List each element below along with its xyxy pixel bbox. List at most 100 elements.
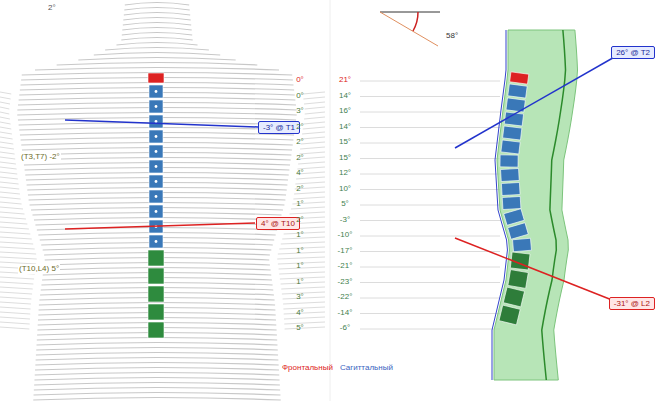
legend-text: Сагиттальный	[340, 363, 393, 373]
angle-callout: 4° @ T10	[256, 217, 300, 230]
angle-callout: -31° @ L2	[609, 297, 655, 310]
arm-contour	[0, 127, 11, 129]
arm-contour	[284, 322, 325, 324]
legend-text: Фронтальный	[282, 363, 333, 373]
vertebra	[148, 304, 164, 320]
frontal-angle: 2°	[296, 215, 304, 225]
sagittal-angle: -17°	[338, 246, 353, 256]
arm-contour	[298, 162, 325, 164]
arm-contour	[0, 177, 18, 179]
arm-contour	[0, 252, 36, 254]
arm-contour	[0, 197, 21, 199]
arm-contour	[0, 212, 24, 214]
row-guide	[360, 143, 500, 144]
frontal-angle: 1°	[296, 246, 304, 256]
arm-contour	[0, 182, 19, 184]
vertebra-center	[155, 120, 158, 123]
contour-line	[122, 33, 192, 36]
arm-contour	[0, 187, 19, 189]
frontal-angle: 5°	[296, 323, 304, 333]
arm-contour	[0, 97, 11, 99]
contour-line	[125, 3, 189, 6]
contour-line	[122, 28, 191, 31]
sagittal-angle: -23°	[338, 277, 353, 287]
arm-contour	[302, 132, 325, 134]
arm-contour	[0, 227, 29, 229]
vertebra	[513, 238, 532, 251]
vertebra-center	[155, 90, 158, 93]
contour-line	[36, 358, 279, 361]
frontal-angle: 1°	[296, 199, 304, 209]
sagittal-angle: -10°	[338, 230, 353, 240]
arm-contour	[0, 162, 16, 164]
arm-contour	[303, 92, 325, 94]
contour-line	[121, 38, 192, 41]
contour-line	[124, 8, 189, 11]
frontal-angle: 3°	[296, 106, 304, 116]
panel-divider	[330, 0, 331, 401]
row-guide	[360, 158, 500, 159]
frontal-angle: 1°	[296, 277, 304, 287]
arm-contour	[293, 197, 325, 199]
frontal-angle: 3°	[296, 292, 304, 302]
vertebra	[148, 322, 164, 338]
arm-contour	[0, 167, 17, 169]
arm-contour	[291, 207, 325, 209]
arm-contour	[0, 307, 31, 309]
vertebra	[149, 130, 163, 143]
arm-contour	[0, 142, 13, 144]
row-guide	[360, 251, 500, 252]
row-guide	[360, 81, 500, 82]
contour-line	[35, 368, 279, 371]
sagittal-angle: -14°	[338, 308, 353, 318]
sagittal-angle: 14°	[339, 122, 351, 132]
arm-contour	[0, 202, 22, 204]
arm-contour	[0, 297, 31, 299]
plumb-curve	[542, 30, 566, 380]
arm-contour	[0, 132, 12, 134]
row-guide	[360, 329, 500, 330]
frontal-angle: 1°	[296, 230, 304, 240]
row-guide	[360, 282, 500, 283]
arm-contour	[0, 117, 10, 119]
contour-line	[35, 68, 279, 71]
arm-contour	[303, 127, 325, 129]
arm-contour	[305, 112, 325, 114]
row-guide	[360, 236, 500, 237]
arm-contour	[290, 212, 325, 214]
contour-line	[78, 58, 235, 61]
angle-symbol	[380, 12, 440, 46]
vertebra	[149, 190, 163, 203]
vertebra-center	[155, 240, 158, 243]
vertebra	[149, 100, 163, 113]
vertebra	[501, 168, 520, 181]
vertebra	[508, 84, 527, 98]
frontal-angle: 4°	[296, 168, 304, 178]
vertebra-center	[155, 210, 158, 213]
arm-contour	[301, 137, 325, 139]
vertebra	[148, 286, 164, 302]
row-guide	[360, 127, 500, 128]
arm-contour	[0, 282, 33, 284]
frontal-spine	[148, 73, 164, 338]
angle-callout: 26° @ T2	[611, 46, 655, 59]
arm-contour	[284, 317, 325, 319]
vertebra	[148, 73, 164, 83]
vertebra	[499, 305, 520, 325]
arm-contour	[0, 237, 32, 239]
callout-text: -31° @ L2	[614, 299, 650, 308]
contour-line	[105, 48, 209, 51]
arm-contour	[283, 307, 325, 309]
contour-line	[36, 348, 278, 351]
arm-contour	[0, 317, 30, 319]
vertebra	[149, 145, 163, 158]
contour-line	[123, 18, 190, 21]
contour-line	[116, 43, 197, 46]
vertebra	[149, 115, 163, 128]
arm-contour	[301, 142, 325, 144]
frontal-angle: 1°	[296, 261, 304, 271]
arm-contour	[284, 312, 325, 314]
row-guide	[360, 205, 500, 206]
